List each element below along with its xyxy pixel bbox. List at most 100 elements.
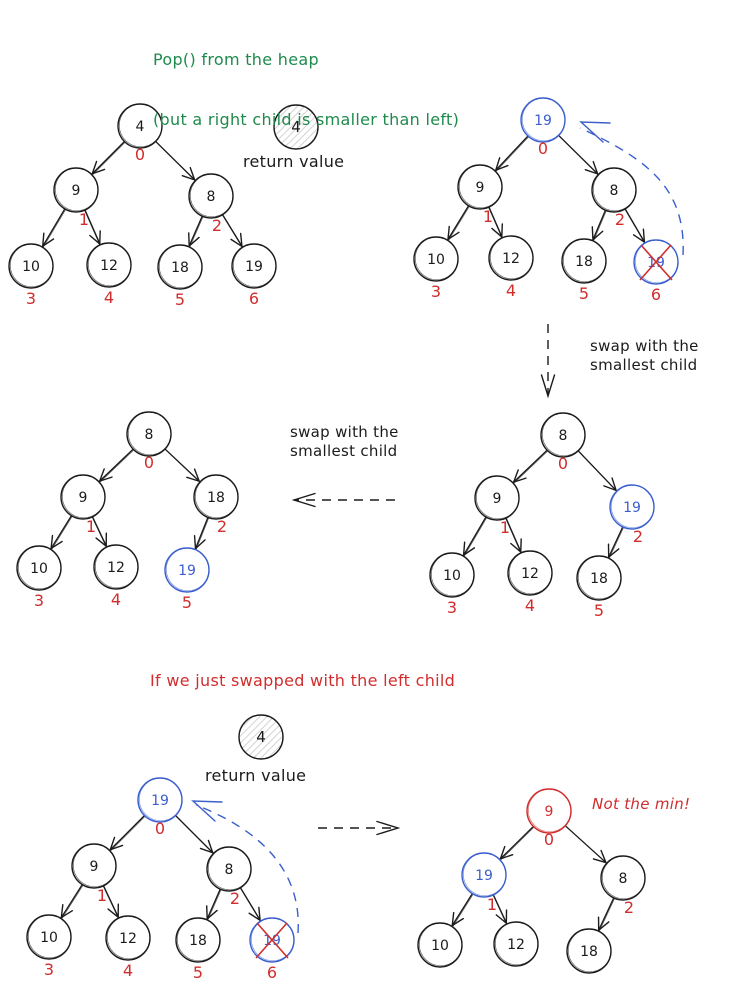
heap-node: 10 bbox=[417, 922, 463, 968]
node-value: 10 bbox=[30, 561, 48, 577]
heap-node: 91 bbox=[457, 164, 503, 226]
heap-node: 103 bbox=[413, 236, 459, 301]
node-index-label: 0 bbox=[558, 454, 568, 473]
heap-node: 19 1 bbox=[461, 852, 507, 914]
tree-edge bbox=[162, 447, 201, 483]
diagram-title: Pop() from the heap (but a right child i… bbox=[153, 10, 459, 150]
down-flow-arrow bbox=[540, 324, 556, 399]
tree-edge bbox=[607, 524, 625, 559]
not-min-note: Not the min! bbox=[592, 795, 691, 813]
heap-node: 10 3 bbox=[8, 243, 54, 308]
return-value-label-top: return value bbox=[243, 152, 345, 171]
removed-cross-icon bbox=[255, 922, 289, 959]
node-value: 10 bbox=[427, 252, 445, 268]
heap-node: 196 bbox=[249, 917, 295, 982]
tree-edge bbox=[193, 514, 210, 550]
node-index-label: 3 bbox=[44, 960, 54, 979]
tree-edge bbox=[60, 882, 85, 919]
node-value: 8 bbox=[225, 862, 234, 878]
node-index-label: 4 bbox=[506, 281, 516, 300]
node-value: 9 bbox=[545, 804, 554, 820]
node-value: 8 bbox=[145, 427, 154, 443]
node-value: 12 bbox=[107, 560, 125, 576]
tree-edge bbox=[447, 203, 471, 241]
node-value: 12 bbox=[507, 937, 525, 953]
tree-edge bbox=[101, 883, 120, 919]
heap-node: 103 bbox=[429, 552, 475, 617]
tree-edge bbox=[576, 448, 618, 492]
node-value: 8 bbox=[559, 428, 568, 444]
node-index-label: 3 bbox=[34, 591, 44, 610]
node-value: 18 bbox=[189, 933, 207, 949]
tree-edge bbox=[504, 515, 522, 553]
right-flow-arrow bbox=[318, 820, 401, 836]
node-index-label: 2 bbox=[633, 527, 643, 546]
heap-node: 40 bbox=[117, 103, 163, 164]
tree-edge bbox=[556, 133, 599, 175]
node-value: 10 bbox=[22, 259, 40, 275]
title-line-1: Pop() from the heap bbox=[153, 50, 319, 69]
node-index-label: 2 bbox=[217, 517, 227, 536]
tree-edge bbox=[42, 206, 68, 248]
heap-node: 192 bbox=[609, 484, 655, 546]
heap-node: 12 bbox=[493, 921, 539, 967]
node-index-label: 1 bbox=[97, 886, 107, 905]
node-index-label: 2 bbox=[615, 210, 625, 229]
heap-node: 10 3 bbox=[26, 914, 72, 979]
node-value: 12 bbox=[119, 931, 137, 947]
heap-node: 10 3 bbox=[16, 545, 62, 610]
heap-node: 18 bbox=[566, 928, 612, 974]
node-index-label: 5 bbox=[594, 601, 604, 620]
heap-node: 185 bbox=[157, 244, 203, 309]
return-value-label-bottom: return value bbox=[205, 766, 307, 785]
return-value-node: 4 bbox=[273, 104, 319, 150]
node-value: 18 bbox=[171, 260, 189, 276]
node-value: 12 bbox=[521, 566, 539, 582]
heap-node: 190 bbox=[137, 777, 183, 838]
node-index-label: 0 bbox=[144, 453, 154, 472]
tree-edge bbox=[462, 514, 489, 557]
node-index-label: 5 bbox=[579, 284, 589, 303]
node-value: 10 bbox=[40, 930, 58, 946]
removed-cross-icon bbox=[639, 244, 673, 281]
swap-note-middle: swap with the smallest child bbox=[290, 423, 399, 460]
return-value-node: 4 bbox=[238, 714, 284, 760]
node-index-label: 6 bbox=[651, 285, 661, 304]
heap-node: 82 bbox=[600, 855, 646, 917]
edges-layer bbox=[42, 133, 646, 932]
node-value: 12 bbox=[502, 251, 520, 267]
node-index-label: 0 bbox=[135, 145, 145, 164]
node-index-label: 4 bbox=[111, 590, 121, 609]
move-to-root-arrow-bottom bbox=[191, 800, 299, 934]
heap-node: 91 bbox=[71, 843, 117, 905]
node-value: 18 bbox=[575, 254, 593, 270]
heap-node: 182 bbox=[193, 474, 239, 536]
node-value: 8 bbox=[207, 189, 216, 205]
node-index-label: 2 bbox=[230, 889, 240, 908]
node-index-label: 3 bbox=[26, 289, 36, 308]
node-index-label: 6 bbox=[249, 289, 259, 308]
heap-node: 12 4 bbox=[93, 544, 139, 609]
node-value: 8 bbox=[619, 871, 628, 887]
nodes-layer: 4091821031241851961909182103124185196809… bbox=[8, 97, 679, 982]
heap-node: 82 bbox=[188, 173, 234, 235]
node-value: 12 bbox=[100, 258, 118, 274]
tree-edge bbox=[206, 886, 223, 920]
tree-edge bbox=[173, 813, 214, 854]
tree-edge bbox=[512, 448, 550, 484]
tree-edge bbox=[499, 824, 536, 860]
node-value: 19 bbox=[475, 868, 493, 884]
node-index-label: 0 bbox=[544, 830, 554, 849]
tree-edge bbox=[188, 213, 205, 247]
node-value: 9 bbox=[493, 491, 502, 507]
node-value: 9 bbox=[90, 859, 99, 875]
tree-edge bbox=[220, 212, 244, 248]
move-to-root-arrow-top bbox=[579, 121, 684, 256]
tree-edge bbox=[238, 885, 262, 922]
heap-node: 190 bbox=[520, 97, 566, 158]
tree-edge bbox=[563, 823, 608, 864]
left-flow-arrow bbox=[291, 492, 395, 508]
left-child-heading: If we just swapped with the left child bbox=[150, 671, 456, 690]
node-index-label: 1 bbox=[487, 895, 497, 914]
